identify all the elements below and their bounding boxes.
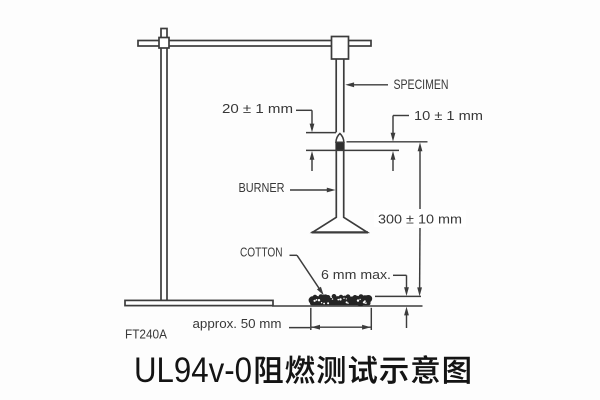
svg-text:300 ± 10 mm: 300 ± 10 mm [378,212,462,226]
svg-text:FT240A: FT240A [125,327,167,342]
svg-text:SPECIMEN: SPECIMEN [394,77,449,92]
svg-text:COTTON: COTTON [240,245,283,259]
svg-text:BURNER: BURNER [239,180,285,195]
svg-text:approx. 50 mm: approx. 50 mm [193,316,282,331]
svg-text:6 mm max.: 6 mm max. [321,268,391,282]
svg-text:10 ± 1 mm: 10 ± 1 mm [414,109,483,123]
svg-text:20 ± 1 mm: 20 ± 1 mm [222,102,293,116]
svg-text:UL94v-0: UL94v-0 [134,350,252,390]
